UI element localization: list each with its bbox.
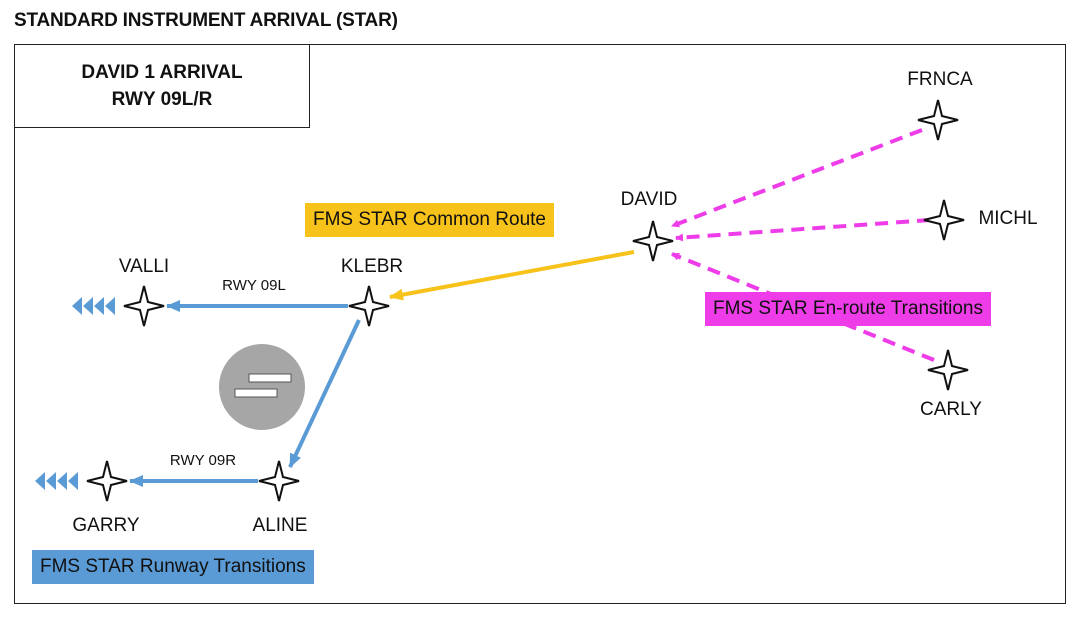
waypoint-aline-icon: [258, 460, 300, 502]
waypoint-klebr-icon: [348, 285, 390, 327]
procedure-title-box: DAVID 1 ARRIVAL RWY 09L/R: [14, 44, 310, 128]
fix-label-carly: CARLY: [920, 399, 982, 420]
runway-transition-klebr-aline: [288, 319, 361, 468]
airport-runway-icon: [219, 344, 305, 430]
waypoint-frnca-icon: [917, 99, 959, 141]
page-title: STANDARD INSTRUMENT ARRIVAL (STAR): [14, 10, 398, 31]
chevron-arrows-icon: [35, 472, 78, 490]
fix-label-aline: ALINE: [252, 515, 308, 536]
fix-label-klebr: KLEBR: [340, 256, 404, 277]
runway-label-09l: RWY 09L: [222, 277, 286, 294]
waypoint-michl-icon: [923, 199, 965, 241]
procedure-name: DAVID 1 ARRIVAL: [81, 62, 243, 83]
fix-label-valli: VALLI: [118, 256, 170, 277]
waypoint-garry-icon: [86, 460, 128, 502]
fix-label-michl: MICHL: [978, 208, 1038, 229]
chart-frame: [14, 44, 1066, 604]
fix-label-frnca: FRNCA: [907, 69, 973, 90]
transition-frnca-david: [671, 128, 923, 228]
waypoint-carly-icon: [927, 349, 969, 391]
fix-label-david: DAVID: [620, 189, 678, 210]
transition-michl-david: [675, 218, 931, 242]
common-route-david-klebr: [389, 250, 635, 301]
transition-carly-david: [671, 252, 935, 362]
legend-runway-transitions: FMS STAR Runway Transitions: [32, 550, 314, 584]
procedure-runways: RWY 09L/R: [111, 89, 213, 110]
chevron-arrows-icon: [72, 297, 115, 315]
waypoint-valli-icon: [123, 285, 165, 327]
waypoint-david-icon: [632, 220, 674, 262]
runway-label-09r: RWY 09R: [169, 452, 237, 469]
legend-enroute-transitions: FMS STAR En-route Transitions: [705, 292, 991, 326]
legend-common-route: FMS STAR Common Route: [305, 203, 554, 237]
fix-label-garry: GARRY: [72, 515, 140, 536]
